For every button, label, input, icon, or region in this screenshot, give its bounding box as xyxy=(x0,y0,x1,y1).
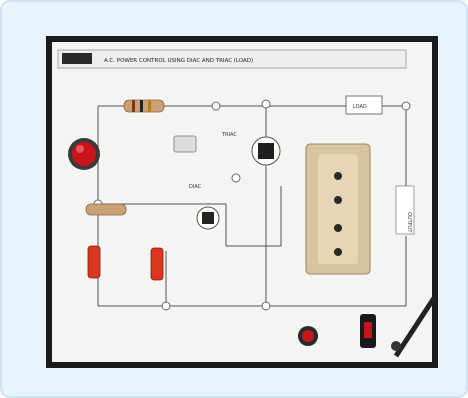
output-box xyxy=(395,185,415,235)
trainer-board: A.C. POWER CONTROL USING DIAC AND TRIAC … xyxy=(46,36,438,368)
diac-label: DIAC xyxy=(189,184,202,190)
transistor-diac xyxy=(196,206,220,230)
fuse-left xyxy=(87,245,101,279)
triac-component xyxy=(251,136,281,166)
triac-label: TRIAC xyxy=(221,132,237,138)
header-badge xyxy=(62,53,92,64)
bottom-controls xyxy=(298,296,437,358)
mains-socket xyxy=(305,143,371,275)
resistor-top xyxy=(123,99,165,113)
header-strip xyxy=(57,49,407,69)
output-label: OUTPUT xyxy=(406,212,412,233)
lamp-box xyxy=(345,95,383,115)
lamp-label: LOAD xyxy=(353,104,367,110)
capacitor-block xyxy=(173,135,197,153)
board-photo: A.C. POWER CONTROL USING DIAC AND TRIAC … xyxy=(46,36,438,368)
panel xyxy=(52,42,432,362)
fuse-right xyxy=(150,247,164,281)
header-text: A.C. POWER CONTROL USING DIAC AND TRIAC … xyxy=(104,58,253,64)
resistor-middle xyxy=(85,203,127,216)
red-knob xyxy=(68,138,100,170)
